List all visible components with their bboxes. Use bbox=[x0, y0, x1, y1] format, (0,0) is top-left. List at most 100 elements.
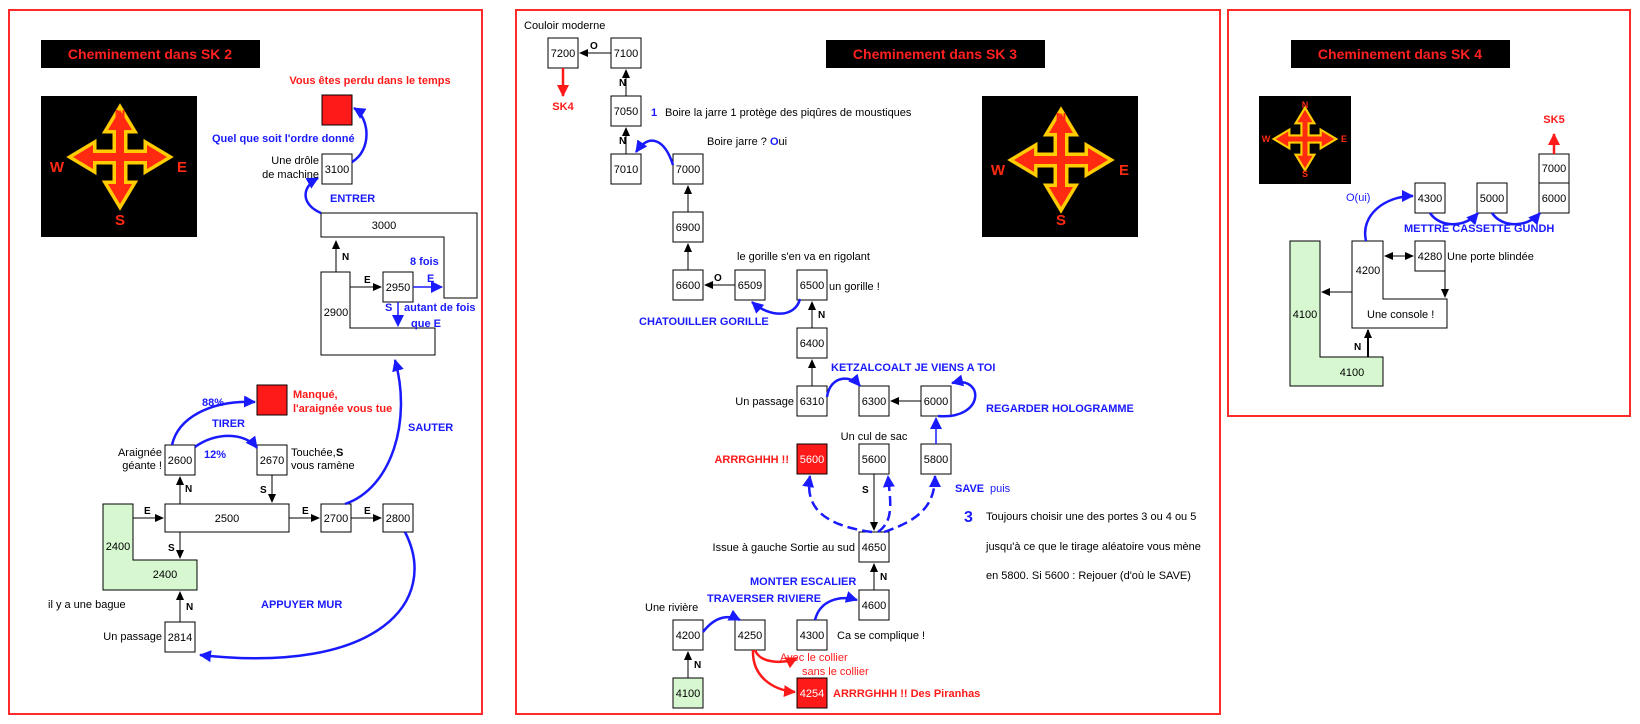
action-label: METTRE CASSETTE GUNDH bbox=[1404, 223, 1554, 235]
direction-label: N bbox=[880, 572, 887, 583]
compass-east-label: E bbox=[1119, 162, 1129, 179]
room-label: 2400 bbox=[106, 541, 130, 553]
room-description: Boire la jarre 1 protège des piqûres de … bbox=[665, 107, 912, 119]
room-description: géante ! bbox=[122, 460, 162, 472]
action-arrow bbox=[1490, 212, 1541, 226]
direction-label: E bbox=[302, 506, 309, 517]
compass-west-label: W bbox=[50, 159, 65, 176]
compass-north-label: N bbox=[1056, 110, 1067, 127]
room-6000-box bbox=[1538, 182, 1570, 214]
room-label: 5800 bbox=[924, 454, 948, 466]
direction-label: N bbox=[619, 136, 626, 147]
direction-label: N bbox=[185, 484, 192, 495]
room-2670-box bbox=[256, 444, 288, 476]
compass-south-label: S bbox=[115, 212, 125, 229]
room-description: Araignée bbox=[118, 447, 162, 459]
room-label: 6900 bbox=[676, 222, 700, 234]
room-label: 6600 bbox=[676, 280, 700, 292]
action-arrow bbox=[351, 106, 368, 164]
compass-sk3: N S W E bbox=[982, 96, 1138, 237]
compass-sk2: N S W E bbox=[41, 96, 197, 237]
panel-title-bg bbox=[41, 40, 260, 68]
action-arrow bbox=[170, 395, 256, 446]
direction-label: S bbox=[260, 485, 267, 496]
action-label: KETZALCOALT JE VIENS A TOI bbox=[831, 362, 995, 374]
lost-in-time-text: Vous êtes perdu dans le temps bbox=[289, 75, 450, 87]
room-7000-box bbox=[672, 153, 704, 185]
action-label: CHATOUILLER GORILLE bbox=[639, 316, 769, 328]
action-arrow bbox=[1363, 190, 1414, 242]
danger-text: ARRRGHHH !! bbox=[714, 454, 789, 466]
direction-label: N bbox=[186, 602, 193, 613]
room-2500-shape bbox=[164, 503, 290, 533]
panel-sk4: 7000 6000 4300 5000 4200 4280 4100 4100 … bbox=[1289, 114, 1570, 387]
panel-title-bg bbox=[1291, 40, 1510, 68]
action-label: autant de fois bbox=[404, 302, 476, 314]
room-7200-box bbox=[547, 37, 579, 69]
room-label: 2600 bbox=[168, 455, 192, 467]
room-label: 3100 bbox=[325, 164, 349, 176]
room-label: 7000 bbox=[1542, 163, 1566, 175]
yes-suffix: ui bbox=[779, 136, 788, 148]
action-label: 8 fois bbox=[410, 256, 439, 268]
random-door-arrow bbox=[877, 475, 895, 534]
room-label: 4254 bbox=[800, 688, 824, 700]
room-label: 2670 bbox=[260, 455, 284, 467]
action-label: TIRER bbox=[212, 418, 245, 430]
room-4650-box bbox=[858, 531, 890, 563]
room-4300-box bbox=[796, 619, 828, 651]
direction-label: O bbox=[590, 41, 598, 52]
room-label: 7100 bbox=[614, 48, 638, 60]
lost-in-time-box bbox=[321, 94, 353, 126]
room-5600-box bbox=[858, 443, 890, 475]
room-description: de machine bbox=[262, 169, 319, 181]
room-description: Touchée, bbox=[291, 447, 336, 459]
room-4250-box bbox=[734, 619, 766, 651]
direction-label: O bbox=[714, 273, 722, 284]
note-text: jusqu'à ce que le tirage aléatoire vous … bbox=[985, 541, 1201, 553]
panel-sk3-frame bbox=[515, 9, 1221, 715]
room-description: il y a une bague bbox=[48, 599, 126, 611]
action-arrow bbox=[199, 531, 416, 663]
action-label: ENTRER bbox=[330, 193, 375, 205]
action-label: que E bbox=[411, 318, 441, 330]
panel-title: Cheminement dans SK 2 bbox=[68, 46, 232, 62]
panel-sk2-frame bbox=[8, 9, 483, 715]
room-6500-box bbox=[796, 269, 828, 301]
note-text: Toujours choisir une des portes 3 ou 4 o… bbox=[986, 511, 1196, 523]
room-label: 4650 bbox=[862, 542, 886, 554]
room-description: Une drôle bbox=[271, 155, 319, 167]
room-label: 4200 bbox=[676, 630, 700, 642]
yes-letter: O bbox=[770, 136, 779, 148]
action-label: puis bbox=[990, 483, 1011, 495]
action-arrow bbox=[194, 434, 258, 449]
room-description: S bbox=[336, 447, 343, 459]
room-label: 6000 bbox=[924, 396, 948, 408]
danger-text: Manqué, bbox=[293, 389, 338, 401]
room-label: 6500 bbox=[800, 280, 824, 292]
compass-east-label: E bbox=[1341, 134, 1347, 144]
room-label: 4300 bbox=[800, 630, 824, 642]
action-arrow bbox=[937, 374, 977, 418]
direction-label: E bbox=[144, 506, 151, 517]
room-label: 7010 bbox=[614, 164, 638, 176]
panel-title-bg bbox=[826, 40, 1045, 68]
room-description: un gorille ! bbox=[829, 281, 880, 293]
action-label: MONTER ESCALIER bbox=[750, 576, 856, 588]
panel-sk4-frame bbox=[1227, 9, 1631, 417]
room-label: 2400 bbox=[153, 569, 177, 581]
room-3100-box bbox=[321, 153, 353, 185]
room-6300-box bbox=[858, 385, 890, 417]
room-label: 6310 bbox=[800, 396, 824, 408]
direction-label: S bbox=[862, 485, 869, 496]
compass-west-label: W bbox=[991, 162, 1006, 179]
room-6600-box bbox=[672, 269, 704, 301]
room-label: 4100 bbox=[1293, 309, 1317, 321]
room-label: 6000 bbox=[1542, 193, 1566, 205]
compass-south-label: S bbox=[1056, 212, 1066, 229]
room-label: 2950 bbox=[386, 282, 410, 294]
room-label: 4600 bbox=[862, 600, 886, 612]
room-description: Une console ! bbox=[1367, 309, 1434, 321]
room-6509-box bbox=[734, 269, 766, 301]
